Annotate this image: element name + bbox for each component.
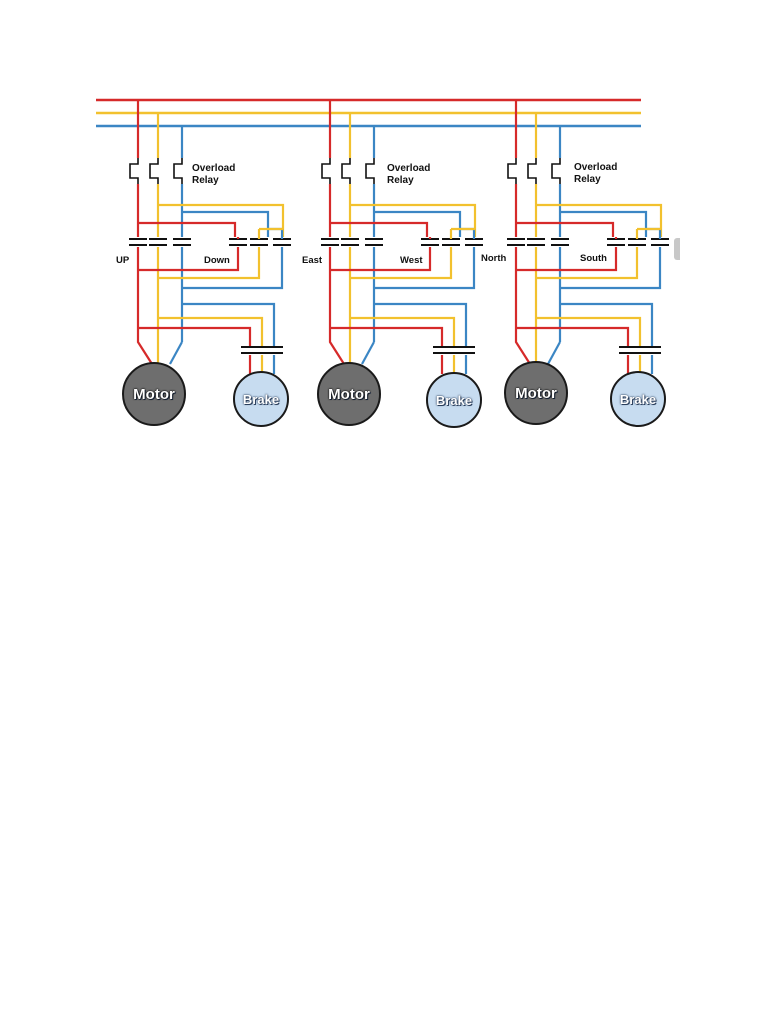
circuit-diagram: Overload Relay UP Down Overload Relay Ea…	[96, 92, 680, 436]
contact-label-north: North	[481, 253, 507, 264]
circuit-1-overload-red	[129, 158, 139, 184]
circuit-1-brake-feed-blue	[182, 302, 276, 347]
overload-text: Overload	[574, 162, 618, 173]
circuit-1-rev-yellow	[158, 247, 261, 280]
circuit-3-rev-yellow	[536, 247, 639, 280]
overload-relay-label-2: Overload Relay	[387, 163, 430, 187]
circuit-1-rev-red	[138, 247, 240, 272]
circuit-1-overload-blue	[173, 158, 183, 184]
circuit-3-rev-red	[516, 247, 618, 272]
circuit-2-feed-red	[330, 221, 429, 237]
circuit-2-brake-feed-blue	[374, 302, 468, 347]
circuit-3-overload-blue	[551, 158, 561, 184]
circuit-3-motor-in-blue	[547, 341, 561, 365]
circuit-1-rev-blue	[182, 247, 284, 290]
relay-text: Relay	[387, 175, 414, 186]
brake-label: Brake	[619, 391, 657, 407]
motor-label: Motor	[515, 384, 557, 402]
circuit-2-motor-in-blue	[361, 341, 375, 365]
overload-relay-label-3: Overload Relay	[574, 162, 617, 186]
circuit-2-motor-in-red	[328, 328, 345, 365]
contact-label-down: Down	[204, 255, 230, 266]
circuit-1-feed-yellow	[158, 203, 285, 237]
circuit-2-rev-yellow	[350, 247, 453, 280]
circuit-1-feed-blue	[182, 210, 270, 237]
brake-label: Brake	[435, 392, 473, 408]
overload-text: Overload	[192, 163, 236, 174]
circuit-3-feed-yellow	[536, 203, 663, 237]
brake-2: Brake	[426, 372, 482, 428]
motor-label: Motor	[133, 385, 175, 403]
motor-label: Motor	[328, 385, 370, 403]
circuit-3-brake-feed-blue	[560, 302, 654, 347]
circuit-2-overload-blue	[365, 158, 375, 184]
circuit-1-overload-yellow	[149, 158, 159, 184]
relay-text: Relay	[574, 174, 601, 185]
wiring-diagram	[96, 98, 669, 374]
brake-label: Brake	[242, 391, 280, 407]
circuit-3-feed-blue	[560, 210, 648, 237]
relay-text: Relay	[192, 175, 219, 186]
motor-2: Motor	[317, 362, 381, 426]
circuit-2-rev-red	[330, 247, 432, 272]
overload-relay-label-1: Overload Relay	[192, 163, 235, 187]
contact-label-east: East	[302, 255, 323, 266]
brake-1: Brake	[233, 371, 289, 427]
circuit-2-rev-blue	[374, 247, 476, 290]
circuit-2-overload-yellow	[341, 158, 351, 184]
circuit-1-motor-in-red	[136, 328, 153, 365]
circuit-2-feed-yellow	[350, 203, 477, 237]
circuit-1-brake-feed-yellow	[158, 316, 264, 347]
circuit-2-feed-blue	[374, 210, 462, 237]
motor-1: Motor	[122, 362, 186, 426]
circuit-2-brake-feed-yellow	[350, 316, 456, 347]
contact-label-west: West	[400, 255, 423, 266]
circuit-3-feed-red	[516, 221, 615, 237]
circuit-2-brake-feed-red	[330, 326, 444, 347]
contact-label-south: South	[580, 253, 607, 264]
edge-handle[interactable]	[674, 238, 680, 260]
circuit-3-brake-feed-yellow	[536, 316, 642, 347]
circuit-1-feed-red	[138, 221, 237, 237]
brake-3: Brake	[610, 371, 666, 427]
circuit-3-brake-feed-red	[516, 326, 630, 347]
circuit-3-overload-red	[507, 158, 517, 184]
circuit-1-motor-in-blue	[169, 341, 183, 365]
contact-label-up: UP	[116, 255, 130, 266]
circuit-1-brake-feed-red	[138, 326, 252, 347]
circuit-3-rev-blue	[560, 247, 662, 290]
circuit-3-overload-yellow	[527, 158, 537, 184]
motor-3: Motor	[504, 361, 568, 425]
circuit-2-overload-red	[321, 158, 331, 184]
overload-text: Overload	[387, 163, 431, 174]
circuit-3-motor-in-red	[514, 328, 531, 365]
